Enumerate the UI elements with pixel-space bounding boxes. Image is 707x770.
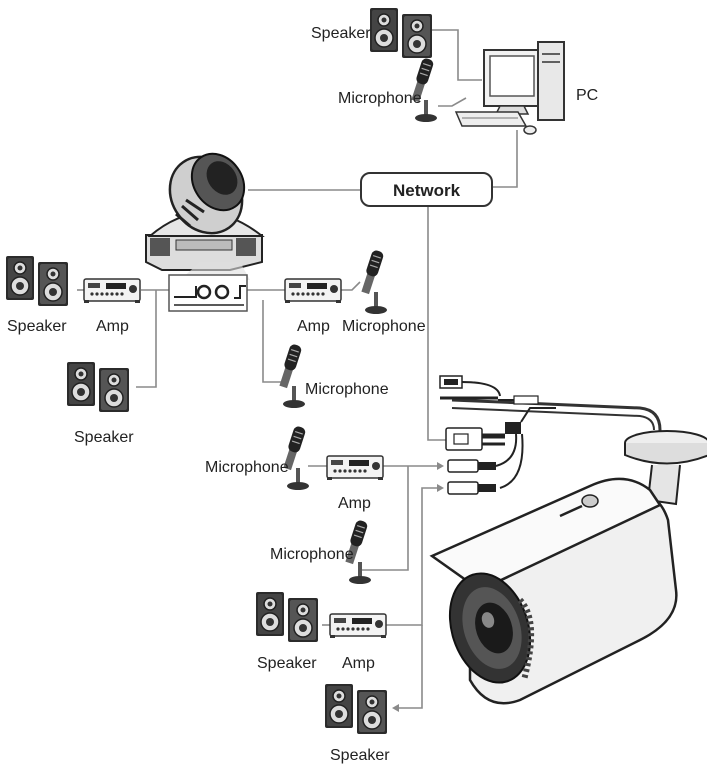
- microphone-icon: [279, 343, 305, 408]
- line-dome-mic-low: [263, 300, 287, 382]
- line-pc-network: [492, 130, 517, 187]
- mic-mid-label: Microphone: [342, 318, 426, 335]
- line-dome-speaker-low: [136, 290, 156, 387]
- line-speaker-top-pc: [432, 30, 482, 80]
- arrowheads: [392, 462, 444, 712]
- pc-label: PC: [576, 87, 598, 104]
- amp-icon: [285, 279, 341, 303]
- arrow-to-bullet-audio-out: [437, 484, 444, 492]
- speaker-left-low-label: Speaker: [74, 429, 134, 446]
- amp-icon: [84, 279, 140, 303]
- speaker-bullet-2-label: Speaker: [330, 747, 390, 764]
- arrow-to-bullet-audio-in: [437, 462, 444, 470]
- speaker-icon: [325, 684, 387, 734]
- microphone-icon: [283, 425, 309, 490]
- speaker-icon: [370, 8, 432, 58]
- amp-icon: [330, 614, 386, 638]
- amp-mid-label: Amp: [297, 318, 330, 335]
- dome-camera-icon: [146, 143, 262, 270]
- mic-top-label: Microphone: [338, 90, 422, 107]
- line-network-bullet: [428, 200, 454, 440]
- microphone-icon: [361, 249, 387, 314]
- speaker-left-label: Speaker: [7, 318, 67, 335]
- arrow-to-speaker-bottom: [392, 704, 399, 712]
- amp-bullet-2-label: Amp: [342, 655, 375, 672]
- speaker-top-label: Speaker: [311, 25, 371, 42]
- line-mic-top-pc: [438, 98, 466, 106]
- mic-bullet-2-label: Microphone: [270, 546, 354, 563]
- pc-icon: [456, 42, 564, 134]
- mic-dome-low-label: Microphone: [305, 381, 389, 398]
- line-amp-mid-mic: [341, 282, 360, 290]
- mic-bullet-1-label: Microphone: [205, 459, 289, 476]
- amp-left-label: Amp: [96, 318, 129, 335]
- line-mic2-bullet: [360, 466, 408, 570]
- cable-connector-icon: [440, 376, 556, 494]
- amp-bullet-1-label: Amp: [338, 495, 371, 512]
- speaker-icon: [6, 256, 68, 306]
- speaker-bullet-1-label: Speaker: [257, 655, 317, 672]
- speaker-icon: [67, 362, 129, 412]
- amp-icon: [327, 456, 383, 480]
- speaker-icon: [256, 592, 318, 642]
- network-label: Network: [393, 181, 461, 200]
- line-bullet-speaker2: [395, 625, 422, 708]
